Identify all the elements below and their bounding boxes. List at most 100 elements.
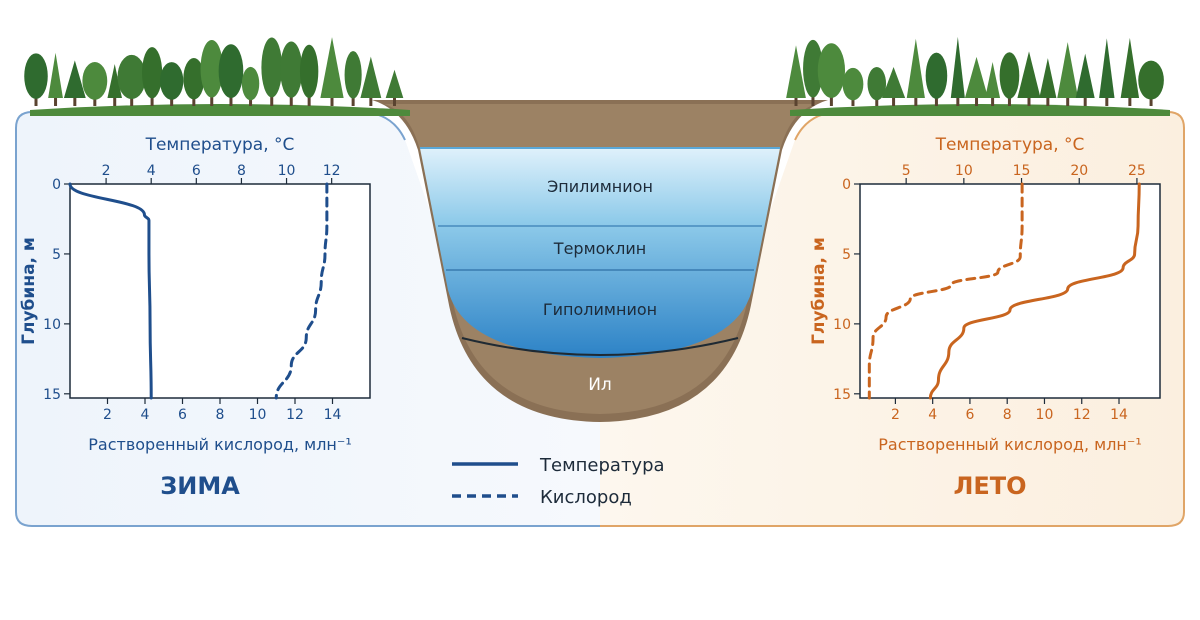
tree-icon <box>241 66 260 106</box>
tree-icon <box>183 58 205 106</box>
grass-strip <box>30 104 410 116</box>
depth-tick-label: 0 <box>52 177 61 193</box>
tree-icon <box>786 45 806 106</box>
plot-frame <box>859 183 1161 399</box>
tree-icon <box>63 60 86 106</box>
bottom-tick-label: 10 <box>1036 407 1054 423</box>
tree-icon <box>925 52 948 106</box>
summer-profile-chart: 5 10 15 20 25 2 4 6 8 10 12 14 0 5 10 15 Температура, °C… <box>809 135 1161 500</box>
tree-icon <box>950 36 965 106</box>
tree-icon <box>867 66 887 106</box>
bottom-tick-label: 2 <box>103 407 112 423</box>
tree-icon <box>107 64 122 106</box>
season-label: ЗИМА <box>160 472 240 500</box>
bottom-axis-label: Растворенный кислород, млн⁻¹ <box>88 435 352 454</box>
tree-icon <box>999 52 1020 106</box>
oxygen-profile-line <box>867 182 1024 400</box>
tree-icon <box>882 66 906 106</box>
oxygen-profile-line <box>274 182 329 400</box>
tree-icon <box>817 43 846 106</box>
top-tick-label: 20 <box>1070 163 1088 179</box>
tree-icon <box>1099 38 1115 106</box>
top-tick-label: 2 <box>102 163 111 179</box>
plot-frame <box>69 183 371 399</box>
bottom-tick-label: 2 <box>891 407 900 423</box>
bottom-tick-label: 12 <box>1073 407 1091 423</box>
layer-label-thermocline: Термоклин <box>553 239 646 258</box>
sediment-top-line <box>461 337 739 356</box>
lake-basin: Эпилимнион Термоклин Гиполимнион Ил <box>372 100 828 422</box>
bottom-tick-label: 14 <box>324 407 342 423</box>
top-tick-label: 8 <box>237 163 246 179</box>
tree-icon <box>1075 53 1095 106</box>
grass-strip <box>790 104 1170 116</box>
tree-icon <box>906 38 925 106</box>
layer-label-epilimnion: Эпилимнион <box>547 177 653 196</box>
legend-solid-label: Температура <box>539 455 665 476</box>
tree-icon <box>261 37 283 106</box>
depth-tick-label: 5 <box>52 247 61 263</box>
bottom-axis-label: Растворенный кислород, млн⁻¹ <box>878 435 1142 454</box>
tree-icon <box>985 61 1001 106</box>
temperature-profile-line <box>928 182 1141 400</box>
top-tick-label: 10 <box>955 163 973 179</box>
tree-icon <box>117 54 146 106</box>
tree-icon <box>385 69 404 106</box>
bottom-tick-label: 8 <box>216 407 225 423</box>
top-tick-label: 10 <box>278 163 296 179</box>
tree-icon <box>200 39 223 106</box>
tree-icon <box>159 62 184 106</box>
top-tick-label: 4 <box>147 163 156 179</box>
tree-icon <box>964 56 989 106</box>
bottom-tick-label: 4 <box>928 407 937 423</box>
layer-label-hypolimnion: Гиполимнион <box>543 300 657 319</box>
depth-axis-label: Глубина, м <box>809 237 829 345</box>
tree-icon <box>1039 58 1057 106</box>
depth-tick-label: 10 <box>43 317 61 333</box>
tree-line-left <box>24 37 410 116</box>
season-label: ЛЕТО <box>953 472 1026 500</box>
tree-icon <box>1057 42 1079 106</box>
top-tick-label: 15 <box>1013 163 1031 179</box>
bottom-tick-label: 8 <box>1003 407 1012 423</box>
top-axis-label: Температура, °C <box>145 135 295 155</box>
layer-label-sediment: Ил <box>588 375 612 395</box>
top-tick-label: 6 <box>192 163 201 179</box>
tree-icon <box>24 53 48 106</box>
tree-icon <box>360 56 382 106</box>
tree-icon <box>142 47 163 106</box>
tree-icon <box>842 67 864 106</box>
tree-icon <box>1017 51 1041 106</box>
depth-tick-label: 0 <box>842 177 851 193</box>
bottom-tick-label: 14 <box>1110 407 1128 423</box>
tree-icon <box>82 62 108 106</box>
legend: Температура Кислород <box>452 455 665 508</box>
bottom-tick-label: 4 <box>141 407 150 423</box>
winter-profile-chart: 2 4 6 8 10 12 2 4 6 8 10 12 14 0 5 10 15 Температура, °C Р… <box>19 135 371 500</box>
depth-tick-label: 5 <box>842 247 851 263</box>
tree-icon <box>344 51 362 106</box>
tree-icon <box>218 44 244 106</box>
top-tick-label: 5 <box>902 163 911 179</box>
bottom-tick-label: 6 <box>965 407 974 423</box>
bottom-tick-label: 10 <box>249 407 267 423</box>
depth-tick-label: 10 <box>833 317 851 333</box>
tree-icon <box>299 44 319 106</box>
tree-icon <box>803 39 823 106</box>
bottom-tick-label: 6 <box>178 407 187 423</box>
depth-tick-label: 15 <box>43 387 61 403</box>
depth-axis-label: Глубина, м <box>19 237 39 345</box>
depth-tick-label: 15 <box>833 387 851 403</box>
bottom-tick-label: 12 <box>286 407 304 423</box>
tree-icon <box>280 41 303 106</box>
temperature-profile-line <box>68 182 153 400</box>
top-tick-label: 12 <box>323 163 341 179</box>
legend-dashed-label: Кислород <box>540 487 632 508</box>
top-axis-label: Температура, °C <box>935 135 1085 155</box>
top-tick-label: 25 <box>1128 163 1146 179</box>
tree-icon <box>48 52 63 106</box>
tree-line-right <box>786 36 1170 116</box>
water-body <box>420 148 780 358</box>
tree-icon <box>320 37 344 106</box>
